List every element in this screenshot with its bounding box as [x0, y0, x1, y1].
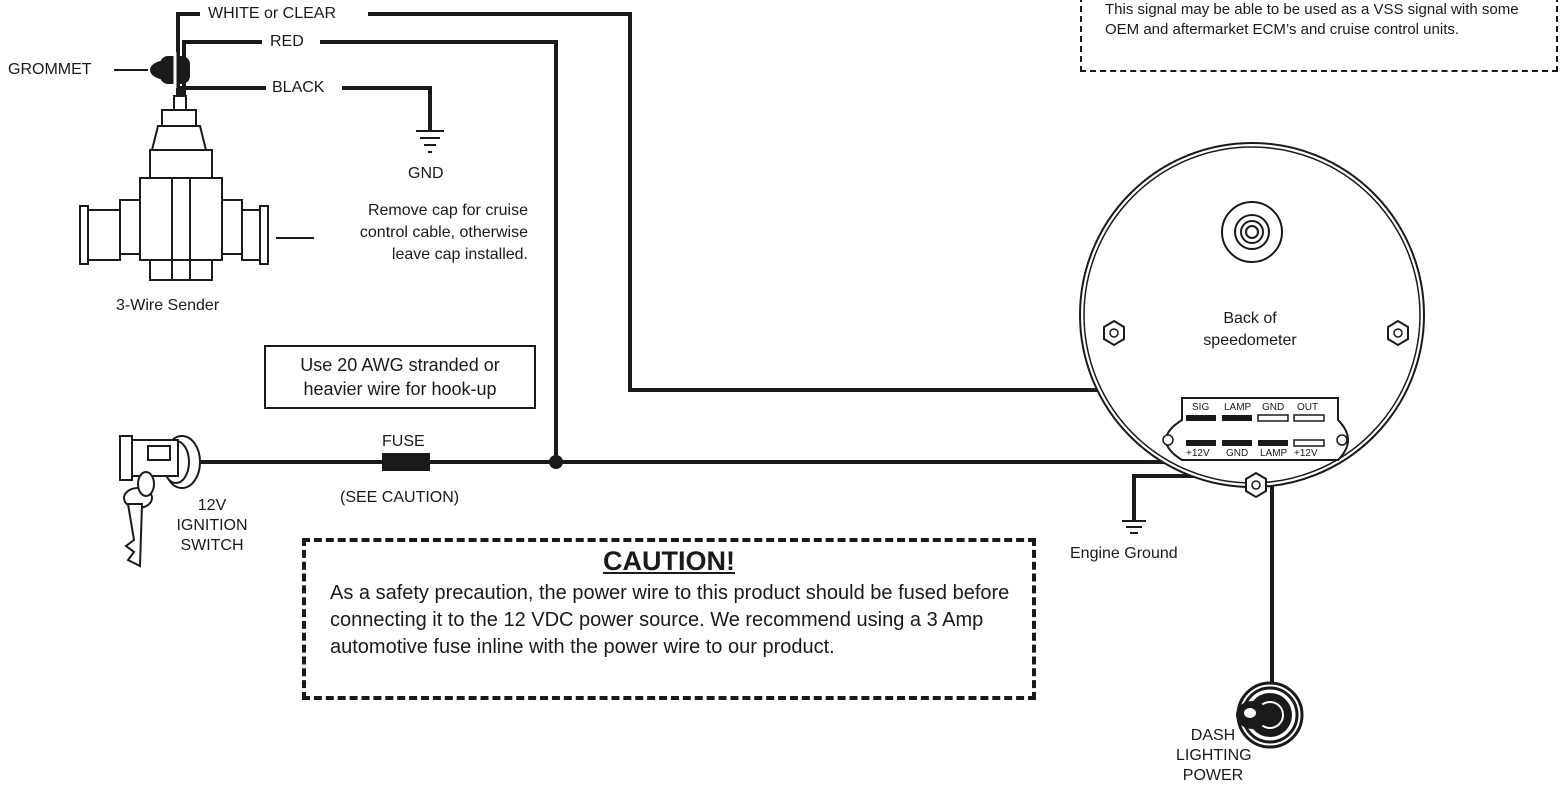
fuse — [382, 453, 430, 471]
ignition-switch — [119, 435, 201, 568]
engine-ground-symbol — [1122, 520, 1146, 534]
terminal-gnd-top: GND — [1262, 402, 1285, 413]
dash-lighting-label: DASH LIGHTING POWER — [1176, 727, 1252, 784]
terminal-sig: SIG — [1192, 402, 1210, 413]
terminal-lamp-top: LAMP — [1224, 402, 1252, 413]
terminal-12v-left: +12V — [1186, 448, 1210, 459]
black-wire-sender-end — [178, 86, 266, 106]
red-wire — [320, 40, 558, 462]
ignition-label: 12V IGNITION SWITCH — [176, 497, 248, 554]
see-caution-label: (SEE CAUTION) — [340, 489, 460, 506]
red-wire-label: RED — [270, 33, 304, 50]
splice-node — [549, 455, 563, 469]
black-wire-label: BLACK — [272, 79, 325, 96]
caution-body: As a safety precaution, the power wire t… — [330, 582, 1010, 658]
power-wire-right — [428, 446, 1192, 464]
sender-label: 3-Wire Sender — [116, 297, 220, 314]
wire-gauge-note: Use 20 AWG stranded or heavier wire for … — [264, 345, 536, 409]
sender-body — [79, 95, 269, 281]
grommet-label: GROMMET — [8, 61, 92, 78]
caution-title: CAUTION! — [603, 546, 735, 576]
terminal-gnd-bottom: GND — [1226, 448, 1249, 459]
speedometer-back — [1079, 142, 1425, 499]
white-wire-label: WHITE or CLEAR — [208, 5, 337, 22]
grommet — [150, 52, 190, 88]
fuse-label: FUSE — [382, 433, 425, 450]
speedometer-label: Back of speedometer — [1203, 310, 1297, 349]
black-wire — [342, 86, 432, 130]
terminal-out: OUT — [1297, 402, 1319, 413]
gnd-label: GND — [408, 165, 444, 182]
ground-symbol — [416, 130, 444, 153]
terminals — [1186, 414, 1325, 447]
caution-box — [302, 538, 1036, 700]
vss-note: This signal may be able to be used as a … — [1105, 1, 1519, 38]
terminal-lamp-bottom: LAMP — [1260, 448, 1288, 459]
terminal-12v-right: +12V — [1294, 448, 1318, 459]
cap-note: Remove cap for cruise control cable, oth… — [359, 202, 528, 263]
vss-note-box — [1080, 0, 1558, 72]
dash-lighting-socket — [1236, 681, 1304, 749]
engine-ground-label: Engine Ground — [1070, 545, 1178, 562]
